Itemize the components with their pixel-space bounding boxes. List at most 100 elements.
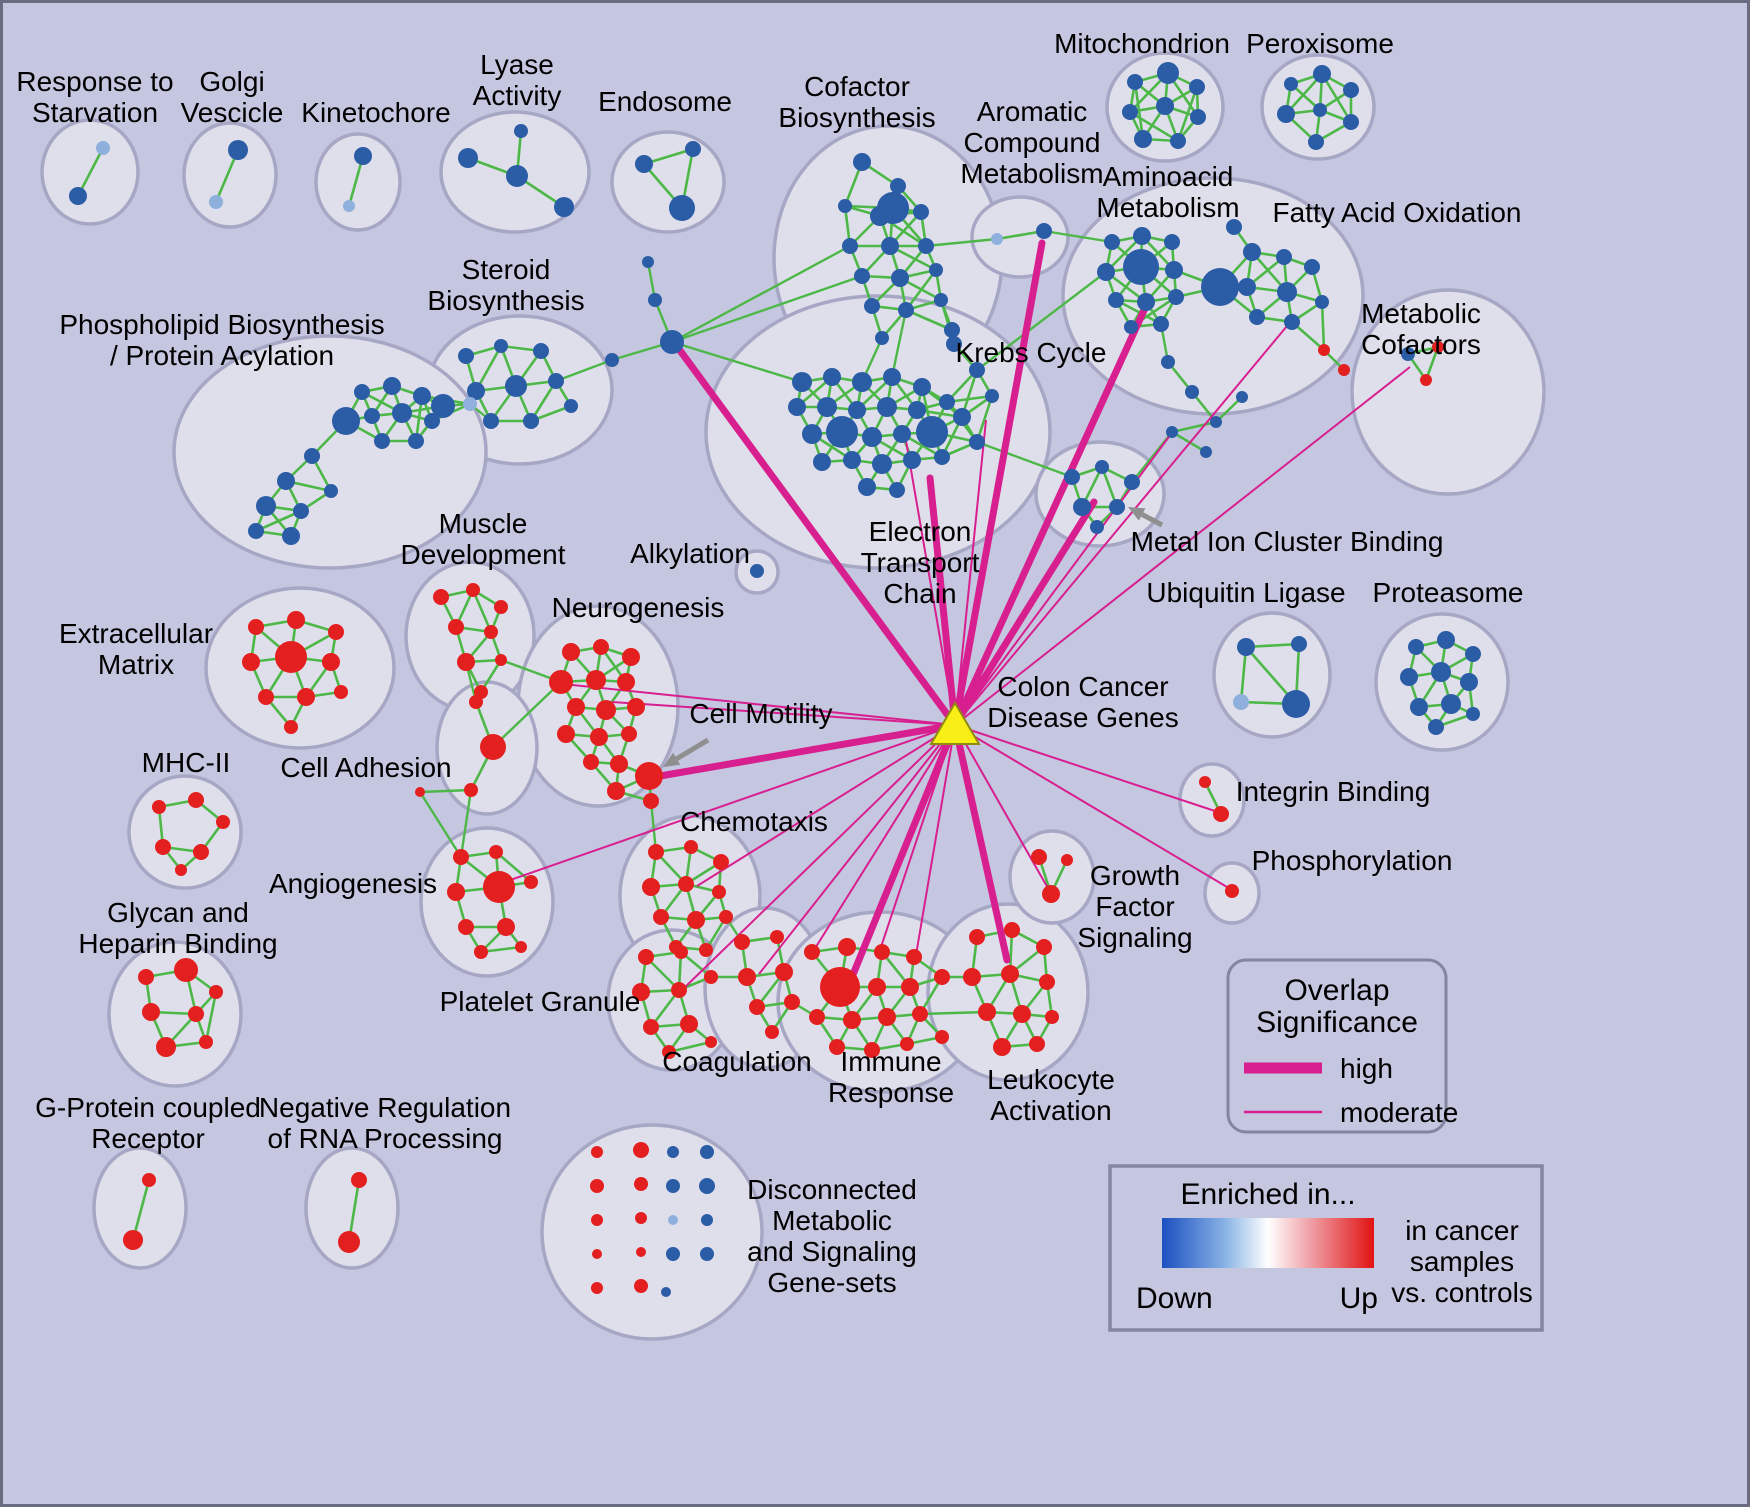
- label-ubiquitin-ligase: Ubiquitin Ligase: [1146, 577, 1345, 608]
- label-angiogenesis: Angiogenesis: [269, 868, 437, 899]
- gene-set-node: [1031, 849, 1047, 865]
- gene-set-node: [862, 427, 882, 447]
- gene-set-node: [523, 413, 539, 429]
- gene-set-node: [1133, 227, 1151, 245]
- gene-set-node: [1029, 1036, 1045, 1052]
- gene-set-node: [1123, 249, 1159, 285]
- gene-set-node: [906, 949, 922, 965]
- gene-set-node: [343, 200, 355, 212]
- gene-set-node: [338, 1231, 360, 1253]
- gene-set-node: [1420, 374, 1432, 386]
- label-endosome: Endosome: [598, 86, 732, 117]
- gene-set-node: [913, 378, 931, 396]
- gene-set-node: [1013, 1005, 1031, 1023]
- gene-set-node: [985, 389, 999, 403]
- gene-set-node: [467, 382, 485, 400]
- gene-set-node: [605, 353, 619, 367]
- gene-set-node: [489, 845, 503, 859]
- label-peroxisome: Peroxisome: [1246, 28, 1394, 59]
- gene-set-node: [1465, 646, 1481, 662]
- gene-set-node: [765, 1025, 779, 1039]
- gene-set-node: [1400, 668, 1418, 686]
- gene-set-node: [734, 934, 750, 950]
- gene-set-node: [1122, 104, 1138, 120]
- gene-set-node: [877, 192, 909, 224]
- similarity-edge: [204, 991, 218, 1043]
- label-cell-motility: Cell Motility: [689, 698, 832, 729]
- overlap-edge-high: [672, 341, 959, 729]
- gene-set-node: [515, 941, 527, 953]
- cluster-g-protein-coupled-receptor: [92, 1146, 188, 1270]
- gene-set-node: [1156, 97, 1174, 115]
- gene-set-node: [1161, 355, 1175, 369]
- gene-set-node: [354, 384, 370, 400]
- gene-set-node: [1437, 631, 1455, 649]
- gene-set-node: [684, 840, 698, 854]
- similarity-edge: [471, 589, 493, 633]
- gene-set-node: [1153, 316, 1169, 332]
- gene-set-node: [293, 503, 309, 519]
- gene-set-node: [457, 653, 475, 671]
- gene-set-node: [913, 204, 929, 220]
- gene-set-node: [351, 1172, 367, 1188]
- gene-set-node: [156, 1037, 176, 1057]
- gene-set-node: [1408, 639, 1424, 655]
- gene-set-node: [138, 969, 154, 985]
- gene-set-node: [1170, 133, 1186, 149]
- gene-set-node: [643, 793, 659, 809]
- gene-set-node: [593, 639, 609, 655]
- gene-set-node: [953, 408, 971, 426]
- gene-set-node: [946, 336, 962, 352]
- gene-set-node: [591, 1214, 603, 1226]
- cluster-metabolic-cofactors: [1350, 288, 1546, 496]
- similarity-edge: [1215, 396, 1243, 423]
- gene-set-node: [1284, 77, 1298, 91]
- inter-cluster-edge: [459, 789, 473, 858]
- gene-set-node: [642, 878, 660, 896]
- gene-set-node: [969, 434, 985, 450]
- gene-set-node: [852, 372, 872, 392]
- gene-set-node: [583, 754, 599, 770]
- gene-set-node: [548, 373, 564, 389]
- overlap-edge-moderate: [758, 724, 956, 975]
- gene-set-node: [1460, 673, 1478, 691]
- gene-set-node: [704, 970, 718, 984]
- gene-set-node: [668, 1215, 678, 1225]
- gene-set-node: [889, 482, 905, 498]
- gene-set-node: [228, 140, 248, 160]
- gene-set-node: [813, 453, 831, 471]
- gene-set-node: [843, 1011, 861, 1029]
- gene-set-node: [322, 653, 340, 671]
- gene-set-node: [188, 792, 204, 808]
- overlap-edge-high: [951, 498, 1098, 729]
- label-neurogenesis: Neurogenesis: [552, 592, 725, 623]
- gene-set-node: [1401, 347, 1415, 361]
- gene-set-node: [900, 1037, 914, 1051]
- gene-set-node: [749, 999, 765, 1015]
- gene-set-node: [775, 963, 793, 981]
- gene-set-node: [669, 195, 695, 221]
- similarity-edge: [255, 509, 302, 533]
- gene-set-node: [554, 197, 574, 217]
- gene-set-node: [944, 322, 960, 338]
- similarity-edge: [1171, 430, 1207, 454]
- annotation-arrow-head: [663, 752, 681, 767]
- gene-set-node: [648, 844, 664, 860]
- gene-set-node: [633, 1142, 649, 1158]
- overlap-edge-moderate: [954, 724, 1233, 891]
- gene-set-node: [431, 394, 455, 418]
- gene-set-node: [898, 302, 914, 318]
- gene-set-node: [635, 762, 663, 790]
- overlap-edge-moderate: [611, 701, 956, 726]
- gene-set-node: [188, 1006, 204, 1022]
- gene-set-node: [514, 124, 528, 138]
- similarity-edge: [668, 1040, 712, 1054]
- gene-set-node: [809, 1009, 825, 1025]
- gene-set-node: [1236, 391, 1248, 403]
- gene-set-node: [784, 994, 800, 1010]
- annotation-arrow: [1140, 512, 1164, 528]
